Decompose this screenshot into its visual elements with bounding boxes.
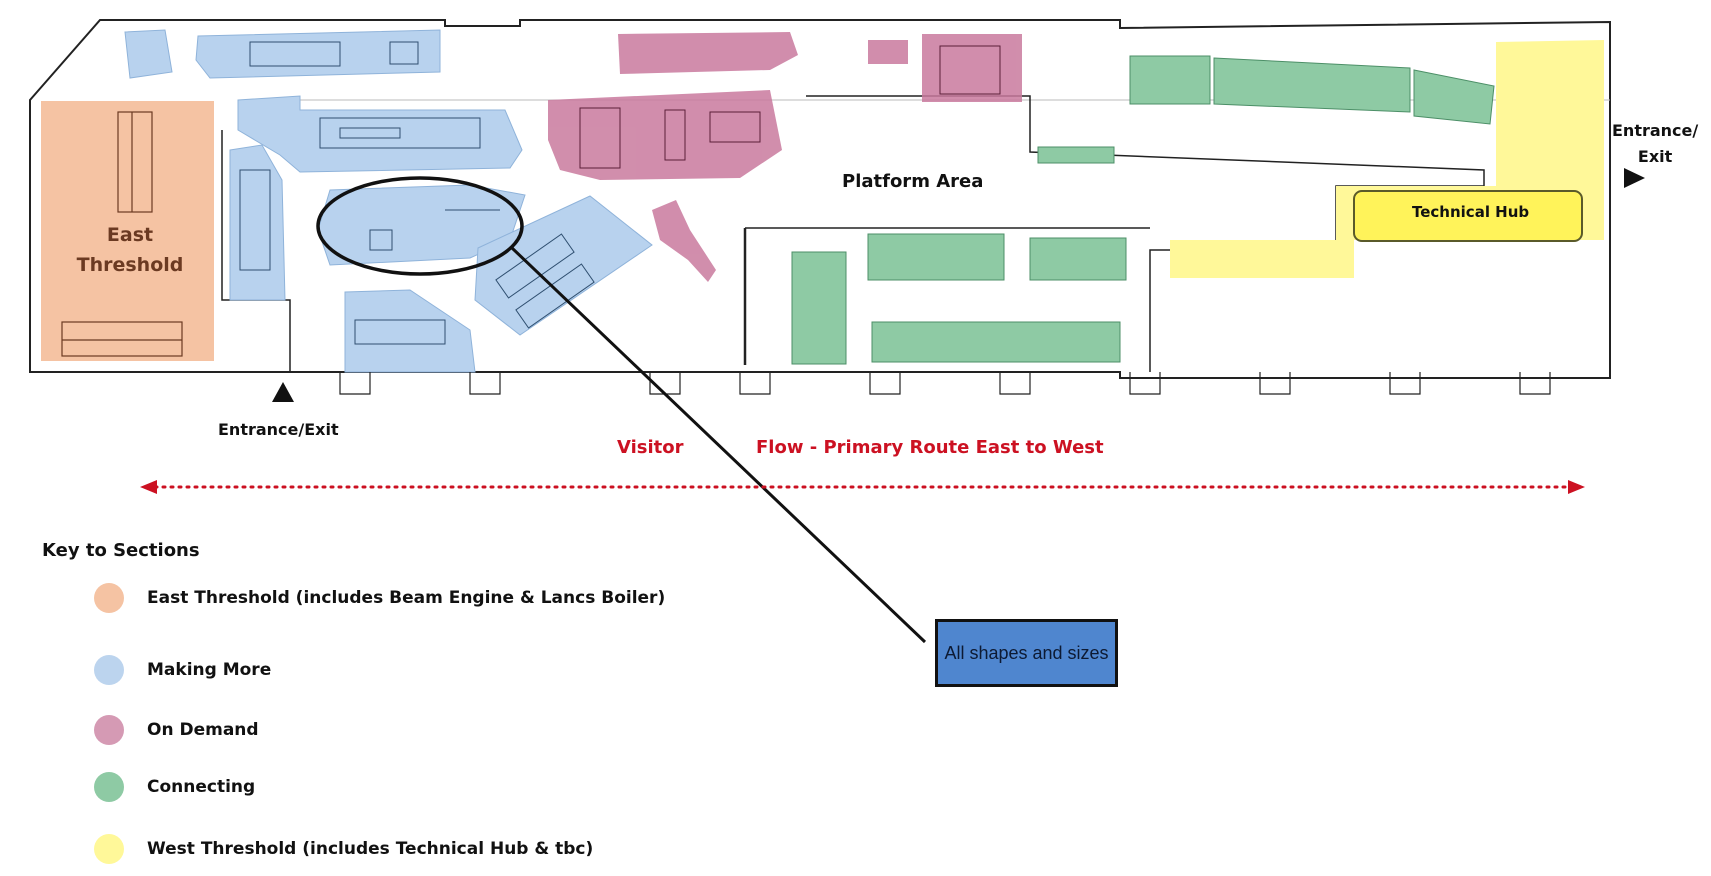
zone-east-threshold <box>41 101 214 361</box>
entrance-right-line1: Entrance/ <box>1612 121 1699 140</box>
entrance-right-arrow-icon <box>1624 168 1645 188</box>
east-threshold-label-line2: Threshold <box>76 254 184 276</box>
making-more-machines <box>239 41 595 345</box>
entrance-right-line2: Exit <box>1637 147 1673 166</box>
technical-hub-label: Technical Hub <box>1412 203 1530 221</box>
key-swatch <box>94 772 124 802</box>
flow-arrow-left-icon <box>140 480 157 494</box>
entrance-left-arrow-icon <box>272 382 294 402</box>
technical-hub-box <box>1353 190 1583 242</box>
visitor-flow-arrow <box>140 480 1585 494</box>
key-item-west-threshold: West Threshold (includes Technical Hub &… <box>94 834 593 864</box>
primary-route-label: Flow - Primary Route East to West <box>756 437 1104 458</box>
callout-leader-line <box>510 246 927 644</box>
visitor-flow-label: Visitor <box>617 437 684 458</box>
callout-box: All shapes and sizes <box>935 619 1118 687</box>
zone-connecting <box>791 55 1495 365</box>
key-label: Making More <box>147 660 272 680</box>
bottom-wall-details <box>339 372 1551 395</box>
key-label: Connecting <box>147 777 256 797</box>
key-swatch <box>94 715 124 745</box>
platform-area-label: Platform Area <box>842 171 984 192</box>
on-demand-machines <box>579 45 1001 169</box>
key-label: West Threshold (includes Technical Hub &… <box>147 839 594 859</box>
key-swatch <box>94 655 124 685</box>
key-item-connecting: Connecting <box>94 772 255 802</box>
key-item-making-more: Making More <box>94 655 271 685</box>
key-item-east-threshold: East Threshold (includes Beam Engine & L… <box>94 583 665 613</box>
entrance-exit-left-label: Entrance/Exit <box>218 420 339 439</box>
key-item-on-demand: On Demand <box>94 715 259 745</box>
beam-engine-drawing <box>61 111 183 357</box>
key-swatch <box>94 834 124 864</box>
key-title: Key to Sections <box>42 540 200 561</box>
east-threshold-label-line1: East <box>106 224 154 246</box>
key-swatch <box>94 583 124 613</box>
key-label: On Demand <box>147 720 259 740</box>
key-label: East Threshold (includes Beam Engine & L… <box>147 588 666 608</box>
entrance-exit-right-label: Entrance/ Exit <box>1612 118 1698 170</box>
east-threshold-label: East Threshold <box>60 220 200 280</box>
flow-arrow-right-icon <box>1568 480 1585 494</box>
highlight-ellipse <box>316 176 524 276</box>
